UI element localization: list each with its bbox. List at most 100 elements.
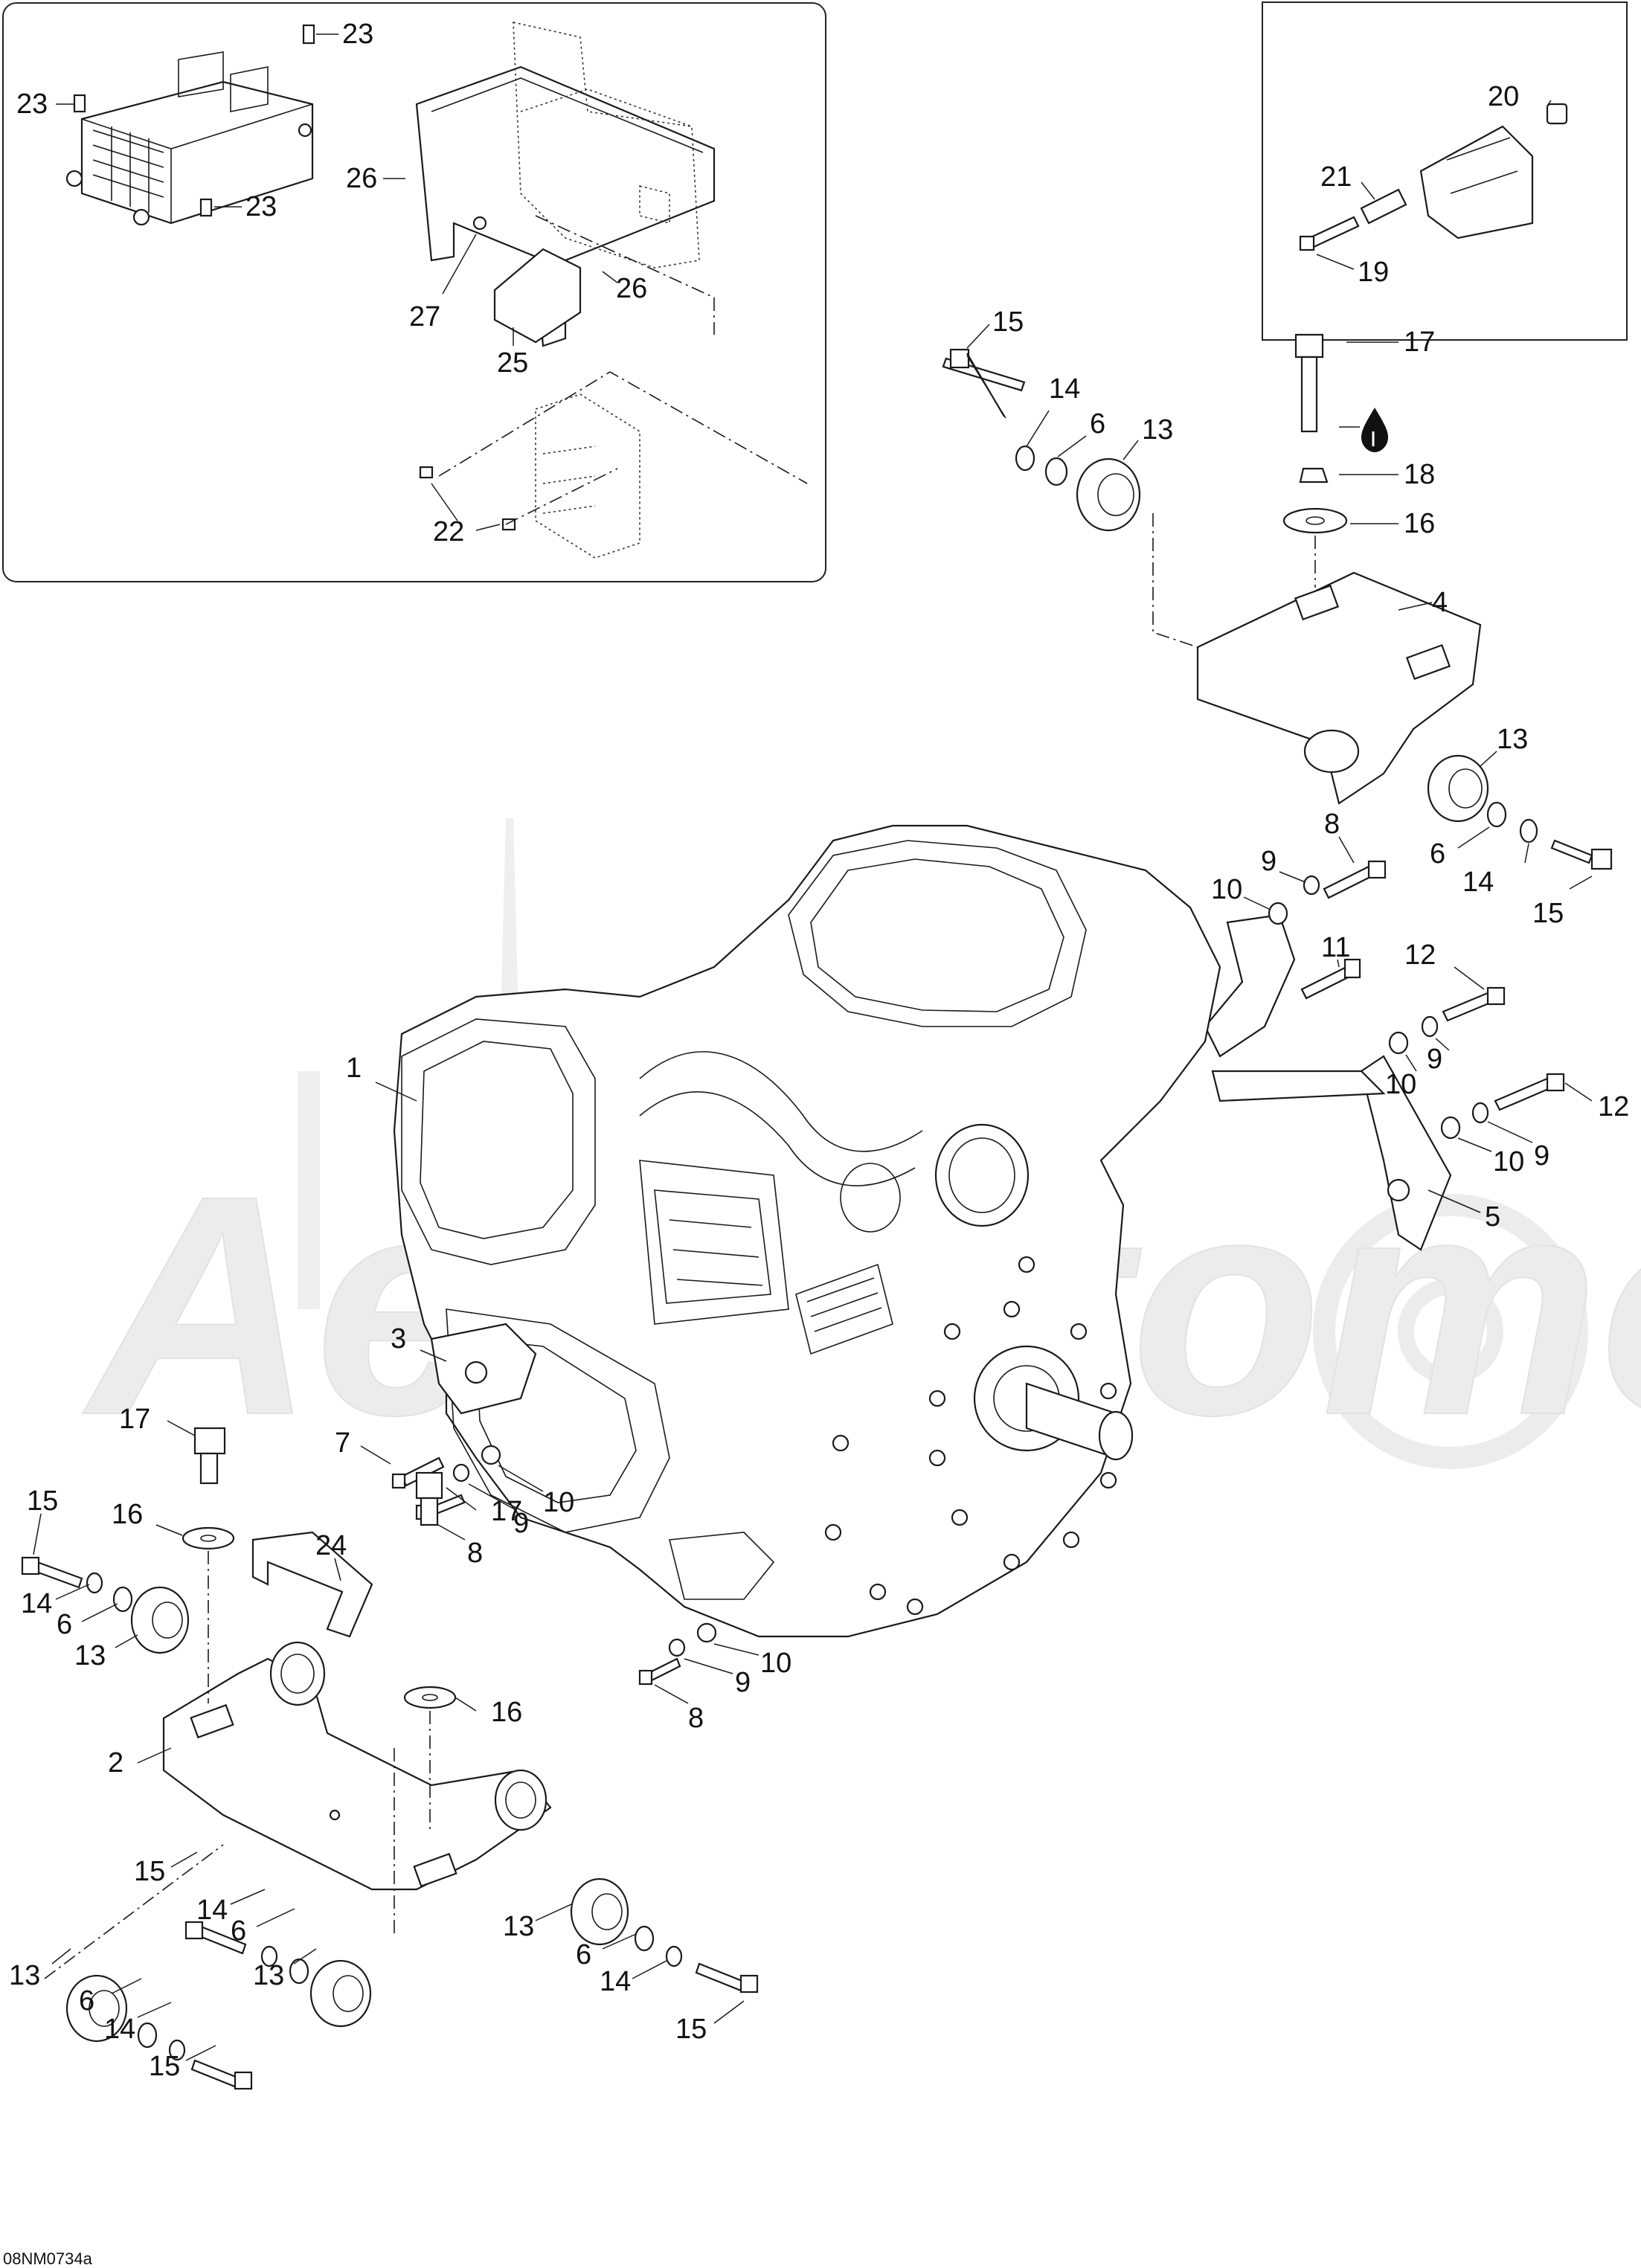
callout-15-right: 15	[1532, 876, 1593, 929]
callout-8-engine-bottom: 8	[654, 1684, 704, 1734]
callout-15-mid: 15	[134, 1851, 198, 1887]
svg-text:15: 15	[675, 2014, 707, 2045]
callout-9-engine-bottom: 9	[684, 1658, 751, 1698]
callout-12-upper: 12	[1404, 939, 1485, 990]
callout-6-right: 6	[1430, 826, 1490, 870]
callout-6-mid: 6	[231, 1908, 295, 1947]
ecu-module-part	[513, 21, 700, 269]
upper-right-mount: 15 14 6 13 17 18 16	[942, 306, 1613, 929]
callout-19: 19	[1316, 254, 1389, 288]
callout-21: 21	[1320, 161, 1375, 200]
svg-text:26: 26	[616, 273, 647, 304]
svg-text:6: 6	[1090, 408, 1105, 440]
svg-text:6: 6	[57, 1609, 72, 1640]
svg-text:9: 9	[1261, 846, 1276, 877]
svg-text:14: 14	[104, 2014, 135, 2045]
callout-17-left: 17	[119, 1404, 196, 1436]
callout-14-right: 14	[1462, 843, 1529, 898]
callout-15-bottom-left: 15	[149, 2045, 216, 2082]
callout-27: 27	[409, 234, 477, 333]
callout-13-bottom-left: 13	[9, 1948, 71, 1991]
svg-text:12: 12	[1404, 939, 1436, 971]
callout-26-upper: 26	[346, 163, 405, 194]
svg-text:8: 8	[688, 1703, 704, 1734]
svg-text:16: 16	[112, 1499, 143, 1530]
callout-25: 25	[497, 327, 528, 379]
callout-3: 3	[391, 1323, 447, 1362]
callout-14-mid: 14	[196, 1889, 266, 1926]
callout-13-right-lower: 13	[503, 1904, 572, 1942]
inset-electrical-box: 23 23 23 26 26 27 25 22	[2, 2, 826, 582]
svg-text:19: 19	[1358, 257, 1389, 288]
svg-text:13: 13	[1142, 414, 1173, 446]
callout-23-left: 23	[16, 89, 74, 120]
callout-11: 11	[1321, 932, 1350, 968]
svg-text:6: 6	[231, 1915, 246, 1947]
drawing-code: 08NM0734a	[3, 2249, 93, 2268]
engine-left-fasteners	[415, 1445, 717, 1686]
svg-text:24: 24	[315, 1530, 347, 1561]
svg-text:15: 15	[149, 2051, 180, 2082]
svg-text:10: 10	[543, 1487, 574, 1518]
svg-text:17: 17	[1404, 327, 1435, 358]
sensor-part	[1419, 103, 1568, 240]
svg-text:10: 10	[1211, 874, 1242, 905]
callout-10-engine-bottom: 10	[713, 1643, 791, 1679]
svg-text:16: 16	[1404, 508, 1435, 539]
svg-text:13: 13	[9, 1960, 40, 1991]
svg-text:26: 26	[346, 163, 377, 194]
svg-text:4: 4	[1432, 587, 1448, 618]
callout-13-upper: 13	[1123, 414, 1173, 460]
svg-text:17: 17	[119, 1404, 150, 1435]
callout-10-lower: 10	[1457, 1137, 1524, 1178]
callout-20: 20	[1488, 81, 1552, 112]
callout-7: 7	[335, 1427, 445, 1489]
callout-5: 5	[1428, 1189, 1500, 1233]
svg-text:1: 1	[346, 1053, 362, 1084]
svg-text:13: 13	[253, 1960, 284, 1991]
svg-text:18: 18	[1404, 459, 1435, 490]
svg-text:20: 20	[1488, 81, 1519, 112]
svg-text:6: 6	[576, 1939, 591, 1970]
callout-12-lower: 12	[1564, 1082, 1629, 1122]
callout-17-upper: 17	[1346, 327, 1435, 358]
callout-24: 24	[315, 1530, 347, 1581]
svg-text:15: 15	[27, 1485, 58, 1517]
inset-sensor-box: 20 21 19	[1262, 1, 1628, 341]
callout-6-bottom-left: 6	[79, 1978, 142, 2017]
svg-text:23: 23	[16, 89, 48, 120]
svg-text:27: 27	[409, 301, 440, 333]
svg-text:13: 13	[74, 1640, 106, 1671]
svg-text:14: 14	[21, 1588, 52, 1619]
callout-22: 22	[431, 483, 501, 547]
oil-drop-marker	[1339, 408, 1388, 452]
fuse-box-part	[65, 51, 314, 226]
engine-part	[393, 824, 1221, 1638]
svg-text:9: 9	[1427, 1044, 1442, 1075]
callout-9-mid: 9	[1427, 1038, 1450, 1075]
svg-text:15: 15	[1532, 898, 1564, 929]
callout-17-right: 17	[446, 1487, 522, 1527]
svg-text:17: 17	[491, 1496, 522, 1527]
callout-16-right: 16	[455, 1697, 522, 1728]
callout-8-engine-left: 8	[431, 1520, 483, 1569]
svg-text:15: 15	[992, 306, 1024, 338]
svg-text:15: 15	[134, 1856, 165, 1887]
callout-8-top: 8	[1324, 809, 1355, 864]
svg-text:6: 6	[1430, 838, 1445, 870]
callout-18: 18	[1339, 459, 1435, 490]
callout-13-mid: 13	[253, 1948, 317, 1991]
callout-10-top: 10	[1211, 874, 1270, 910]
svg-text:9: 9	[513, 1508, 529, 1539]
svg-text:3: 3	[391, 1323, 406, 1355]
callout-10-engine-left: 10	[498, 1465, 574, 1518]
callout-15-upper: 15	[966, 306, 1024, 349]
callout-16-upper: 16	[1350, 508, 1435, 539]
callout-9-engine-left: 9	[468, 1483, 529, 1539]
svg-text:23: 23	[342, 19, 373, 50]
svg-text:25: 25	[497, 347, 528, 379]
callout-14-right-lower: 14	[600, 1960, 667, 1997]
svg-text:14: 14	[600, 1966, 631, 1997]
svg-text:7: 7	[335, 1427, 350, 1459]
callout-23-top: 23	[316, 19, 373, 50]
